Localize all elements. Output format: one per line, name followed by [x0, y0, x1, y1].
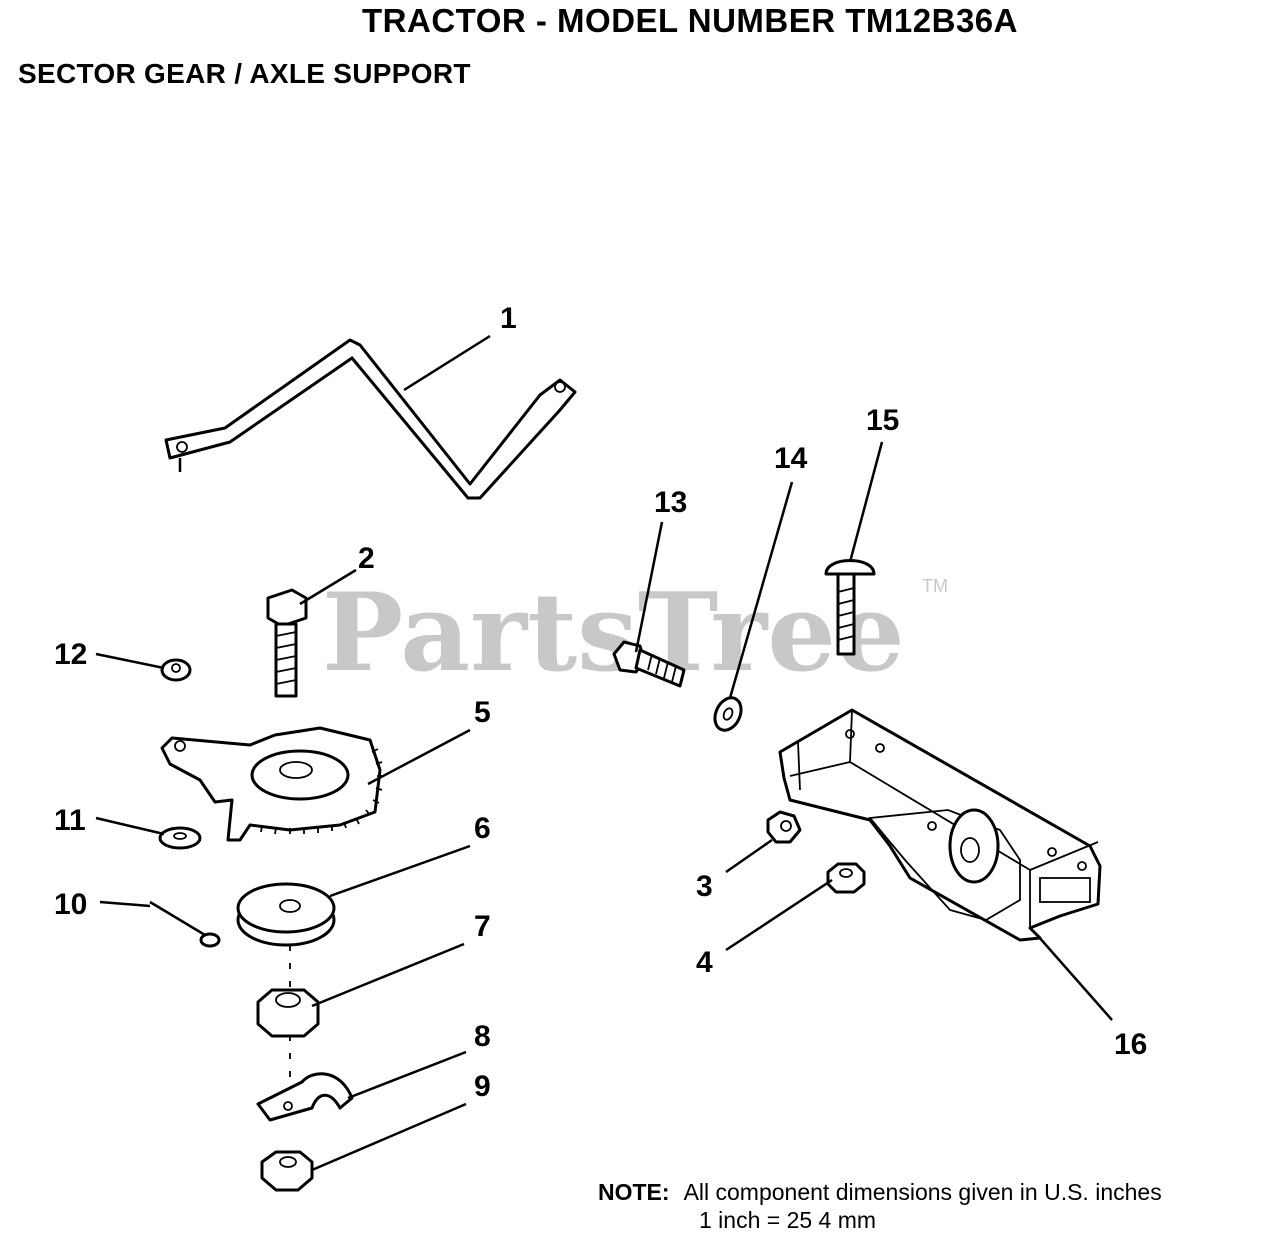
dimension-note: NOTE: All component dimensions given in U… — [598, 1178, 1162, 1234]
page-title: TRACTOR - MODEL NUMBER TM12B36A — [362, 2, 1018, 39]
part-14-washer[interactable] — [710, 694, 746, 735]
callout-10[interactable]: 10 — [54, 888, 87, 921]
part-4-nut[interactable] — [826, 862, 866, 894]
callout-12[interactable]: 12 — [54, 638, 87, 671]
callout-11[interactable]: 11 — [54, 804, 86, 837]
note-line-1: All component dimensions given in U.S. i… — [683, 1179, 1162, 1205]
part-1-drag-link[interactable] — [164, 338, 577, 500]
leader-lines — [95, 334, 1113, 1172]
callout-13[interactable]: 13 — [654, 486, 687, 519]
callout-16[interactable]: 16 — [1114, 1028, 1147, 1061]
watermark-text: PartsTree — [322, 570, 905, 696]
part-12-lock-nut[interactable] — [160, 658, 192, 682]
part-2-bolt[interactable] — [266, 588, 308, 698]
callout-labels: 1 2 3 4 5 6 7 8 9 10 11 12 13 14 15 16 — [54, 302, 1147, 1103]
note-label: NOTE: — [598, 1179, 670, 1205]
callout-9[interactable]: 9 — [474, 1070, 491, 1103]
callout-1[interactable]: 1 — [500, 302, 517, 335]
callout-3[interactable]: 3 — [696, 870, 713, 903]
callout-14[interactable]: 14 — [774, 442, 808, 475]
part-8-clamp[interactable] — [256, 1072, 354, 1122]
callout-7[interactable]: 7 — [474, 910, 491, 943]
part-6-spacer[interactable] — [236, 882, 336, 947]
callout-8[interactable]: 8 — [474, 1020, 491, 1053]
part-7-hex-nut[interactable] — [256, 988, 320, 1038]
part-15-carriage-bolt[interactable] — [824, 559, 876, 656]
part-5-sector-gear[interactable] — [160, 726, 383, 842]
callout-2[interactable]: 2 — [358, 542, 375, 575]
part-11-washer[interactable] — [158, 826, 202, 850]
callout-5[interactable]: 5 — [474, 696, 491, 729]
part-9-nut[interactable] — [260, 1150, 314, 1192]
watermark-trademark: TM — [922, 576, 948, 596]
section-title: SECTOR GEAR / AXLE SUPPORT — [18, 58, 471, 89]
callout-15[interactable]: 15 — [866, 404, 899, 437]
part-3-nut[interactable] — [766, 810, 802, 844]
note-line-2: 1 inch = 25 4 mm — [699, 1207, 877, 1233]
callout-4[interactable]: 4 — [696, 946, 713, 979]
part-10-cotter-pin[interactable] — [149, 900, 221, 948]
part-16-axle-support[interactable] — [778, 708, 1102, 942]
callout-6[interactable]: 6 — [474, 812, 491, 845]
